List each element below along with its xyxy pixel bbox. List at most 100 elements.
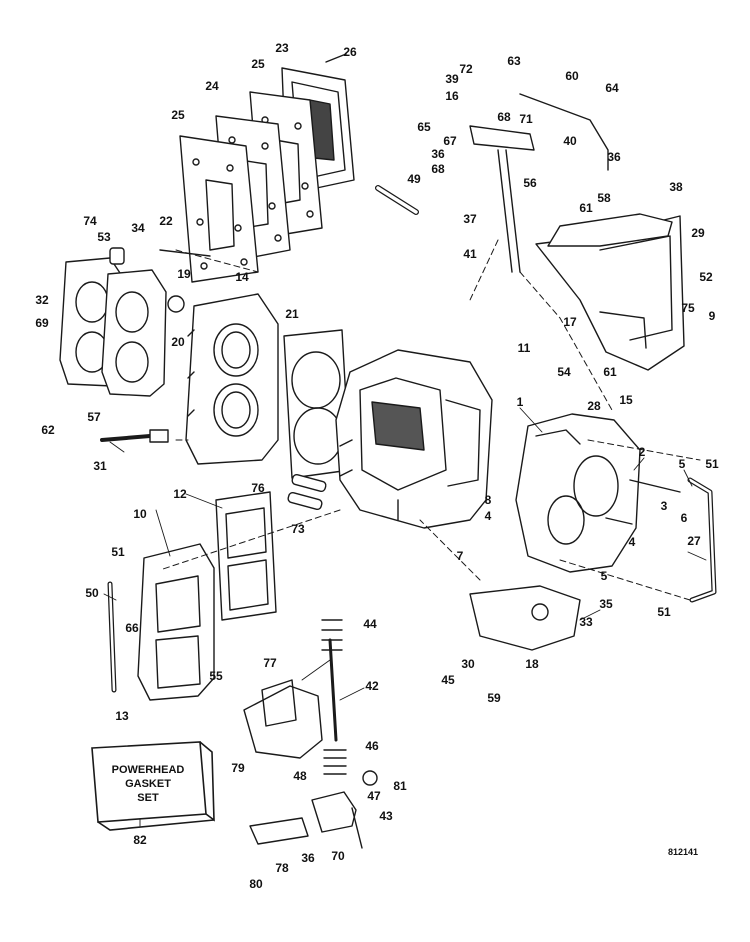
- spark-plug-31: [100, 429, 169, 443]
- callout-35: 35: [599, 597, 613, 611]
- crankcase-1: [515, 413, 641, 573]
- callout-50: 50: [85, 586, 99, 600]
- callout-60: 60: [565, 69, 579, 83]
- callout-53: 53: [97, 230, 111, 244]
- callout-57: 57: [87, 410, 101, 424]
- callout-16: 16: [445, 89, 459, 103]
- callout-3: 3: [660, 499, 668, 513]
- callout-68b: 68: [431, 162, 445, 176]
- gasket-set-box: [91, 741, 215, 831]
- cylinder-block: [335, 349, 493, 529]
- callout-74: 74: [83, 214, 97, 228]
- washer-81: [362, 770, 378, 786]
- link-43: [351, 807, 363, 849]
- callout-6: 6: [680, 511, 688, 525]
- callout-24: 24: [205, 79, 219, 93]
- callout-19: 19: [177, 267, 191, 281]
- linkage-rod-37: [469, 125, 535, 273]
- exhaust-gasket-25a: [179, 135, 259, 283]
- callout-47: 47: [367, 789, 381, 803]
- callout-44: 44: [363, 617, 377, 631]
- callout-70: 70: [331, 849, 345, 863]
- callout-69: 69: [35, 316, 49, 330]
- callout-36a: 36: [431, 147, 445, 161]
- callout-20: 20: [171, 335, 185, 349]
- gasket-12: [215, 491, 277, 621]
- callout-65: 65: [417, 120, 431, 134]
- callout-62: 62: [41, 423, 55, 437]
- callout-28: 28: [587, 399, 601, 413]
- callout-25a: 25: [171, 108, 185, 122]
- callout-54: 54: [557, 365, 571, 379]
- callout-80: 80: [249, 877, 263, 891]
- callout-33: 33: [579, 615, 593, 629]
- callout-56: 56: [523, 176, 537, 190]
- callout-29: 29: [691, 226, 705, 240]
- stud-2: [629, 479, 681, 493]
- callout-31: 31: [93, 459, 107, 473]
- callout-34: 34: [131, 221, 145, 235]
- head-gasket-57: [101, 269, 167, 397]
- rod-64: [519, 93, 609, 171]
- cylinder-head-14: [185, 293, 279, 465]
- callout-27: 27: [687, 534, 701, 548]
- bracket-77: [243, 679, 323, 759]
- callout-9: 9: [708, 309, 716, 323]
- callout-5: 5: [678, 457, 686, 471]
- callout-46: 46: [365, 739, 379, 753]
- drawing-number: 812141: [668, 847, 699, 857]
- callout-63: 63: [507, 54, 521, 68]
- callout-36b: 36: [607, 150, 621, 164]
- callout-79: 79: [231, 761, 245, 775]
- callout-36c: 36: [301, 851, 315, 865]
- gasket-set-label: POWERHEAD GASKET SET: [92, 748, 204, 820]
- callout-51a: 51: [111, 545, 125, 559]
- callout-38: 38: [669, 180, 683, 194]
- callout-39: 39: [445, 72, 459, 86]
- callout-64: 64: [605, 81, 619, 95]
- bracket-78: [249, 817, 309, 845]
- spring-44: [321, 619, 343, 651]
- manifold-10: [137, 543, 215, 701]
- callout-13: 13: [115, 709, 129, 723]
- cam-48: [311, 791, 357, 833]
- callout-72: 72: [459, 62, 473, 76]
- callout-1: 1: [516, 395, 524, 409]
- screw-26: [325, 53, 347, 63]
- callout-30: 30: [461, 657, 475, 671]
- lever-arm: [547, 213, 673, 247]
- callout-42: 42: [365, 679, 379, 693]
- callout-76: 76: [251, 481, 265, 495]
- callout-66: 66: [125, 621, 139, 635]
- shaft-42: [328, 638, 338, 742]
- callout-52: 52: [699, 270, 713, 284]
- callout-8: 8: [484, 493, 492, 507]
- thermostat-74: [109, 247, 125, 265]
- callout-55: 55: [209, 669, 223, 683]
- callout-4: 4: [484, 509, 492, 523]
- callout-18: 18: [525, 657, 539, 671]
- callout-78: 78: [275, 861, 289, 875]
- callout-61b: 61: [603, 365, 617, 379]
- callout-49: 49: [407, 172, 421, 186]
- stud-4: [605, 517, 633, 525]
- spring-46: [323, 749, 347, 775]
- head-gasket-21: [283, 329, 351, 479]
- screw-22: [159, 249, 211, 257]
- callout-51b: 51: [705, 457, 719, 471]
- callout-59: 59: [487, 691, 501, 705]
- pins-73-76: [287, 473, 327, 511]
- callout-68a: 68: [497, 110, 511, 124]
- gasket-label-line-3: SET: [137, 792, 159, 804]
- callout-5b: 5: [600, 569, 608, 583]
- seal-20: [167, 295, 185, 313]
- callout-21: 21: [285, 307, 299, 321]
- callout-82: 82: [133, 833, 147, 847]
- callout-14: 14: [235, 270, 249, 284]
- callout-26: 26: [343, 45, 357, 59]
- gasket-label-line-2: GASKET: [125, 778, 171, 790]
- callout-48: 48: [293, 769, 307, 783]
- callout-51c: 51: [657, 605, 671, 619]
- callout-81: 81: [393, 779, 407, 793]
